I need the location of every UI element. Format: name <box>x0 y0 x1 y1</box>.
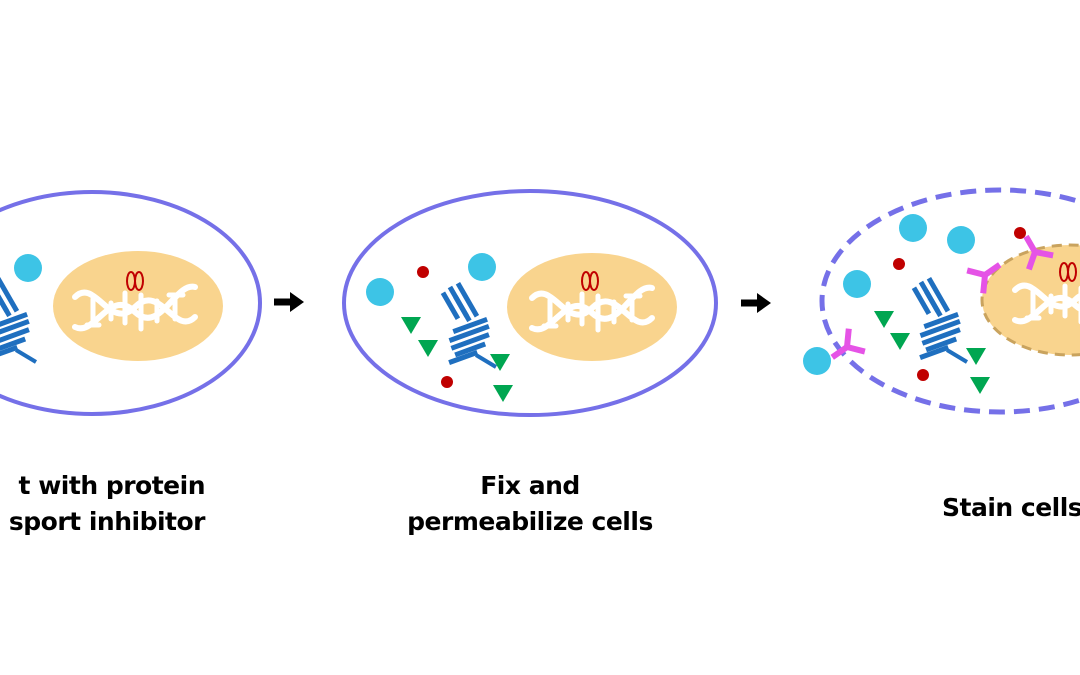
cell-step-1 <box>0 190 262 416</box>
step-1-label: t with protein sport inhibitor <box>0 468 206 540</box>
step-2-label: Fix and permeabilize cells <box>380 468 680 540</box>
cytokine-dot-icon <box>917 369 929 381</box>
cytokine-dot-icon <box>893 258 905 270</box>
arrow-icon <box>741 293 771 313</box>
cytokine-dot-icon <box>1014 227 1026 239</box>
arrow-icon <box>274 292 304 312</box>
protein-circle-icon <box>947 226 975 254</box>
cytokine-dot-icon <box>441 376 453 388</box>
protein-circle-icon <box>899 214 927 242</box>
step-2-label-line-2: permeabilize cells <box>407 507 653 536</box>
cell-membrane-dashed-icon <box>819 187 1080 415</box>
step-2-label-line-1: Fix and <box>480 471 580 500</box>
protein-circle-icon <box>14 254 42 282</box>
cell-step-2 <box>342 189 718 417</box>
cell-step-3 <box>803 187 1080 415</box>
protein-circle-icon <box>843 270 871 298</box>
step-1-label-line-1: t with protein <box>18 471 206 500</box>
step-3-label-line-1: Stain cells <box>942 493 1080 522</box>
step-1-label-line-2: sport inhibitor <box>8 507 206 536</box>
protein-circle-icon <box>468 253 496 281</box>
protein-circle-icon <box>366 278 394 306</box>
cytokine-dot-icon <box>417 266 429 278</box>
protein-circle-icon <box>803 347 831 375</box>
step-3-label: Stain cells <box>942 490 1080 526</box>
